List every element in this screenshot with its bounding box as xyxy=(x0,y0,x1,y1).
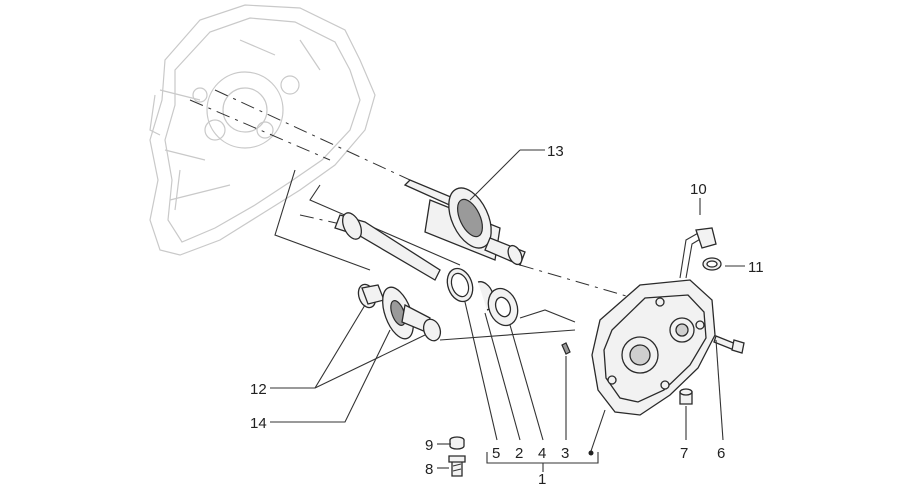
output-shaft-gear xyxy=(403,179,526,266)
callout-10: 10 xyxy=(690,181,707,198)
callout-3: 3 xyxy=(561,445,569,462)
breather-hose xyxy=(679,227,722,279)
gear-cover xyxy=(591,279,716,416)
bullet-marker xyxy=(588,450,594,456)
assembly-axes xyxy=(189,89,641,341)
callout-2: 2 xyxy=(515,445,523,462)
callout-14: 14 xyxy=(250,415,267,432)
callout-labels: 13 10 11 12 14 5 2 4 3 7 6 9 8 1 xyxy=(250,143,764,488)
callout-9: 9 xyxy=(425,437,433,454)
lower-gear-assembly xyxy=(357,283,442,342)
drain-plug xyxy=(448,455,466,477)
callout-8: 8 xyxy=(425,461,433,478)
callout-6: 6 xyxy=(717,445,725,462)
callout-12: 12 xyxy=(250,381,267,398)
callout-13: 13 xyxy=(547,143,564,160)
callout-1: 1 xyxy=(538,471,546,488)
rings-and-bearing xyxy=(446,267,519,327)
leader-lines xyxy=(270,149,745,472)
callout-11: 11 xyxy=(748,259,764,276)
engine-case-ghost xyxy=(149,4,376,256)
callout-4: 4 xyxy=(538,445,546,462)
callout-5: 5 xyxy=(492,445,500,462)
dowel-pin xyxy=(561,342,571,355)
cover-dowel xyxy=(679,388,693,405)
drain-plug-washer xyxy=(449,436,465,450)
callout-7: 7 xyxy=(680,445,688,462)
cover-screw xyxy=(713,335,745,354)
intermediate-shaft xyxy=(334,212,441,281)
